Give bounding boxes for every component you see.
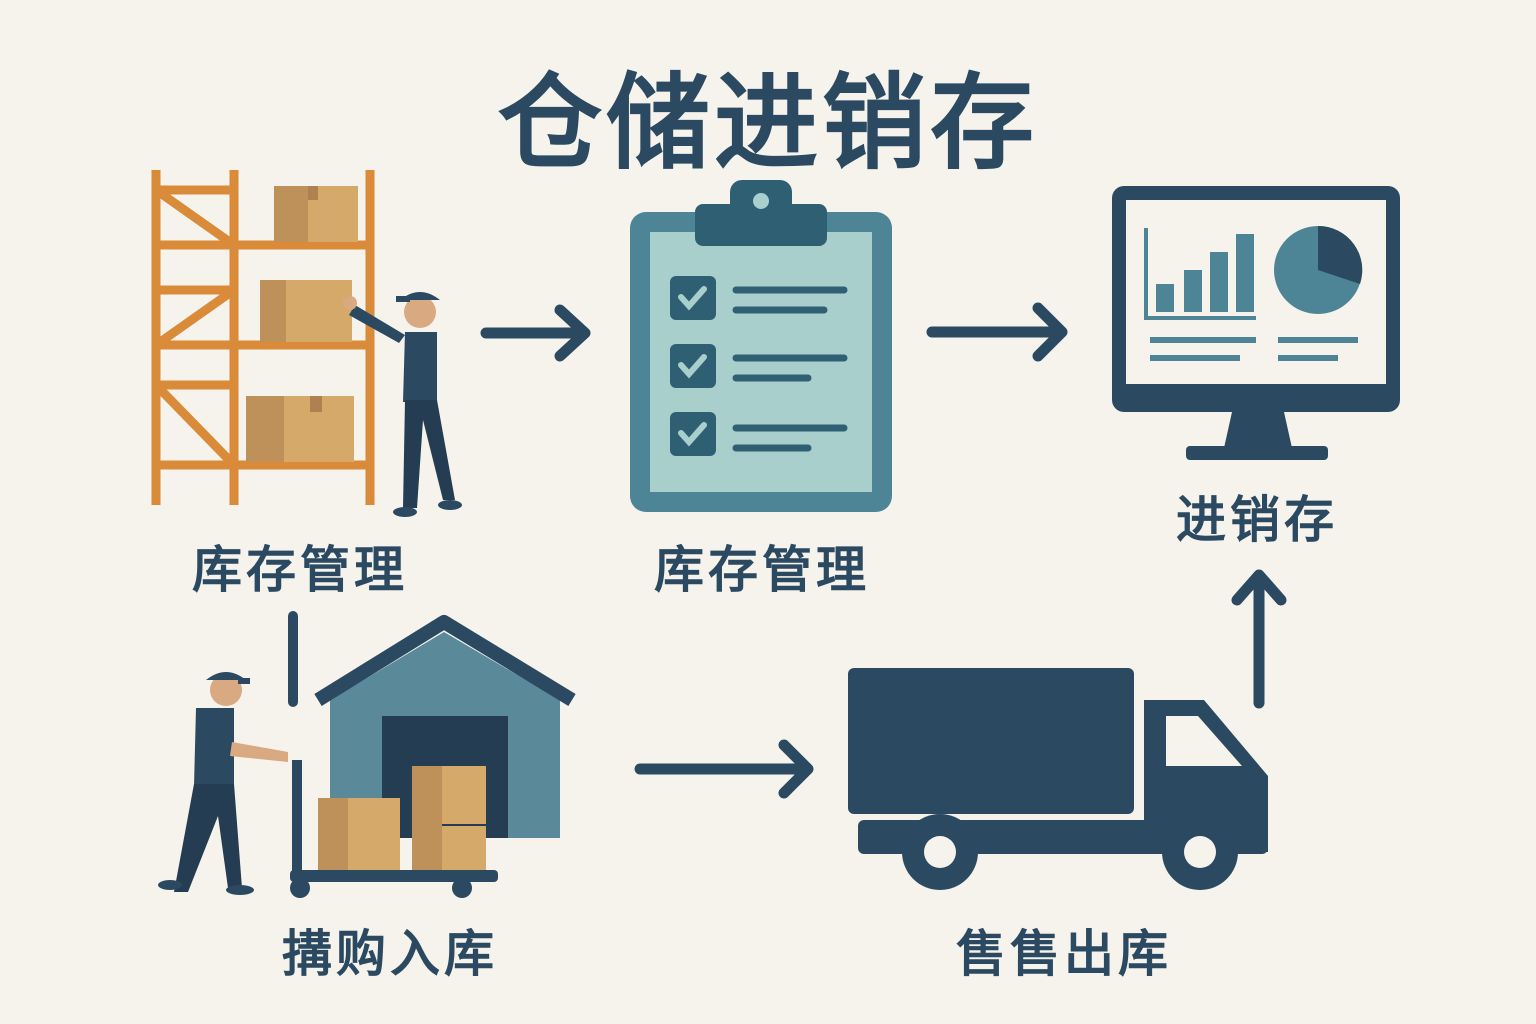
label-inventory-shelf: 库存管理 [192, 541, 408, 599]
arrow-right-icon [634, 739, 814, 799]
label-dashboard: 进销存 [1176, 491, 1338, 549]
arrow-up-icon [1231, 569, 1287, 709]
delivery-truck-icon [848, 668, 1268, 890]
worker-icon [158, 672, 288, 895]
arrow-right-icon [480, 304, 591, 362]
monitor-dashboard-icon [1112, 186, 1400, 460]
box-icon [246, 186, 358, 462]
warehouse-shelf-icon [151, 170, 375, 505]
worker-icon [343, 292, 462, 517]
pallet-jack-icon [290, 760, 498, 898]
warehouse-icon [314, 615, 576, 838]
page-title: 仓储进销存 [497, 62, 1038, 184]
arrow-right-icon [926, 302, 1068, 362]
label-inventory-checklist: 库存管理 [654, 541, 870, 599]
label-sales-out: 售售出库 [956, 925, 1172, 983]
clipboard-checklist-icon [630, 180, 892, 512]
label-purchase-in: 搆购入库 [282, 925, 498, 983]
